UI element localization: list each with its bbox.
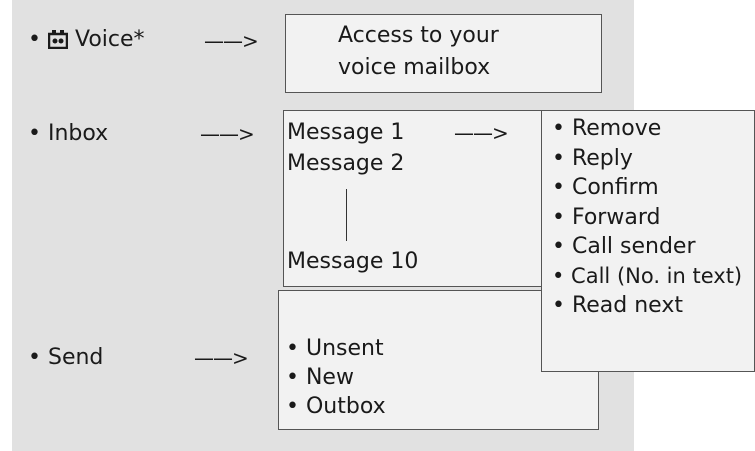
voice-mailbox-box: Access to your voice mailbox (285, 14, 602, 93)
ellipsis-line (346, 189, 347, 241)
option-remove[interactable]: • Remove (552, 116, 662, 141)
bullet: • (28, 27, 41, 52)
bullet: • (28, 121, 41, 146)
arrow-inbox: ——> (200, 122, 255, 146)
message-2[interactable]: Message 2 (287, 151, 405, 176)
bullet: • (28, 345, 41, 370)
message-options-list: • Remove • Reply • Confirm • Forward • C… (552, 114, 742, 321)
option-call-sender[interactable]: • Call sender (552, 234, 696, 259)
message-10[interactable]: Message 10 (287, 249, 419, 274)
send-option-outbox[interactable]: • Outbox (286, 394, 386, 419)
option-call-number[interactable]: • Call (No. in text) (552, 263, 743, 288)
send-option-new[interactable]: • New (286, 365, 354, 390)
menu-item-label: Voice* (74, 27, 145, 52)
voice-box-line1: Access to your (338, 23, 499, 48)
menu-item-voice[interactable]: • Voice* (28, 28, 145, 52)
option-forward[interactable]: • Forward (552, 204, 661, 230)
menu-item-inbox[interactable]: • Inbox (28, 122, 108, 146)
option-reply[interactable]: • Reply (552, 145, 633, 171)
option-confirm[interactable]: • Confirm (552, 175, 659, 200)
voice-box-line2: voice mailbox (338, 55, 491, 80)
menu-item-send[interactable]: • Send (28, 346, 103, 370)
voicemail-icon (47, 30, 68, 49)
arrow-voice: ——> (204, 29, 259, 53)
send-options-list: • Unsent • New • Outbox (286, 334, 386, 421)
menu-item-label: Inbox (47, 121, 109, 146)
send-option-unsent[interactable]: • Unsent (286, 336, 384, 361)
option-read-next[interactable]: • Read next (552, 293, 683, 318)
arrow-send: ——> (194, 346, 249, 370)
message-1[interactable]: Message 1 (287, 120, 405, 145)
menu-item-label: Send (47, 345, 104, 370)
inbox-messages-box: Message 1 Message 2 Message 10 (283, 110, 546, 287)
arrow-message: ——> (454, 121, 509, 145)
message-options-box: • Remove • Reply • Confirm • Forward • C… (541, 110, 755, 372)
